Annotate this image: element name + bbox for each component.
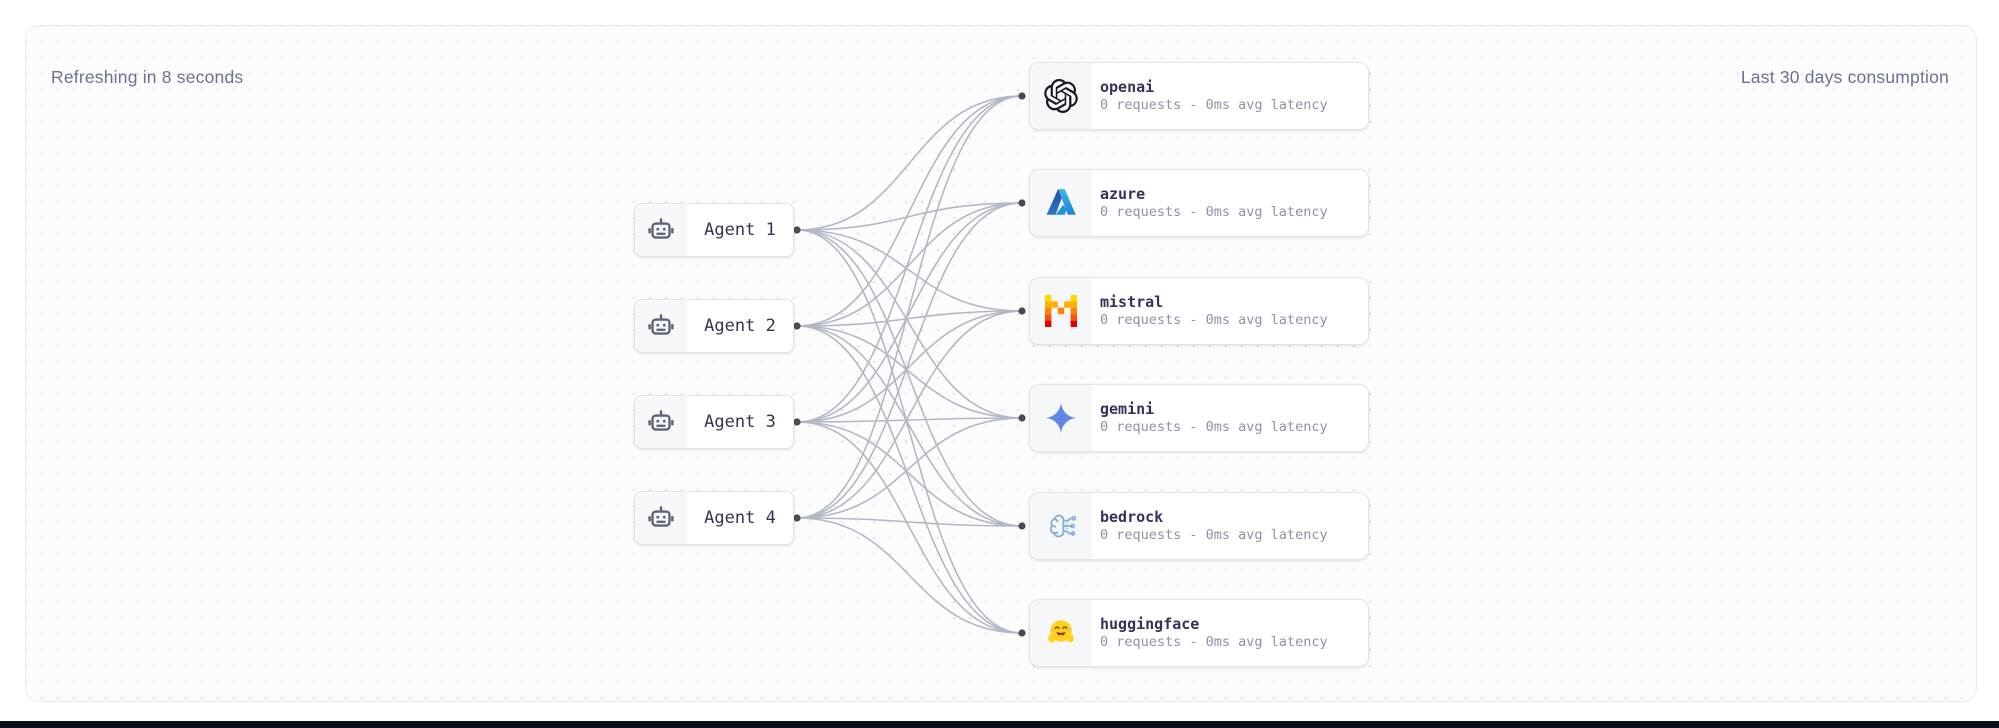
provider-target-handle[interactable] [1018,522,1026,530]
provider-name: mistral [1100,292,1164,311]
bottom-bar [0,721,1999,728]
agent-source-handle[interactable] [793,322,801,330]
agent-icon-box [635,396,687,448]
provider-name: openai [1100,77,1155,96]
huggingface-icon [1044,616,1078,650]
edges-layer [793,92,1026,637]
provider-target-handle[interactable] [1018,199,1026,207]
agent-source-handle[interactable] [793,514,801,522]
robot-icon [646,407,676,437]
provider-icon-box [1030,385,1092,451]
agent-icon-box [635,300,687,352]
provider-target-handle[interactable] [1018,414,1026,422]
mistral-icon [1045,295,1077,327]
provider-stats: 0 requests - 0ms avg latency [1100,419,1328,436]
provider-target-handle[interactable] [1018,307,1026,315]
agent-label: Agent 1 [704,220,776,240]
provider-stats: 0 requests - 0ms avg latency [1100,527,1328,544]
provider-node-azure[interactable]: azure 0 requests - 0ms avg latency [1029,169,1369,237]
provider-icon-box [1030,493,1092,559]
openai-icon [1044,79,1078,113]
provider-node-openai[interactable]: openai 0 requests - 0ms avg latency [1029,62,1369,130]
provider-stats: 0 requests - 0ms avg latency [1100,97,1328,114]
provider-stats: 0 requests - 0ms avg latency [1100,204,1328,221]
provider-stats: 0 requests - 0ms avg latency [1100,634,1328,651]
provider-name: huggingface [1100,614,1200,633]
provider-target-handle[interactable] [1018,92,1026,100]
provider-node-gemini[interactable]: gemini 0 requests - 0ms avg latency [1029,384,1369,452]
agent-label: Agent 3 [704,412,776,432]
azure-icon [1044,186,1078,220]
gemini-icon [1044,401,1078,435]
consumption-period-label: Last 30 days consumption [1740,67,1949,87]
provider-icon-box [1030,170,1092,236]
provider-target-handle[interactable] [1018,629,1026,637]
provider-node-bedrock[interactable]: bedrock 0 requests - 0ms avg latency [1029,492,1369,560]
agent-node-4[interactable]: Agent 4 [634,491,794,545]
agent-source-handle[interactable] [793,226,801,234]
refresh-countdown-label: Refreshing in 8 seconds [51,67,244,87]
agent-node-1[interactable]: Agent 1 [634,203,794,257]
agent-node-2[interactable]: Agent 2 [634,299,794,353]
provider-name: gemini [1100,399,1155,418]
provider-icon-box [1030,63,1092,129]
agent-source-handle[interactable] [793,418,801,426]
provider-name: azure [1100,184,1146,203]
agent-node-3[interactable]: Agent 3 [634,395,794,449]
robot-icon [646,311,676,341]
provider-icon-box [1030,278,1092,344]
provider-node-huggingface[interactable]: huggingface 0 requests - 0ms avg latency [1029,599,1369,667]
provider-stats: 0 requests - 0ms avg latency [1100,312,1328,329]
agent-icon-box [635,204,687,256]
agent-label: Agent 4 [704,508,776,528]
agent-icon-box [635,492,687,544]
agent-label: Agent 2 [704,316,776,336]
provider-name: bedrock [1100,507,1164,526]
provider-node-mistral[interactable]: mistral 0 requests - 0ms avg latency [1029,277,1369,345]
bedrock-icon [1044,509,1078,543]
provider-icon-box [1030,600,1092,666]
robot-icon [646,215,676,245]
robot-icon [646,503,676,533]
flow-canvas[interactable]: Refreshing in 8 seconds Last 30 days con… [25,25,1977,702]
